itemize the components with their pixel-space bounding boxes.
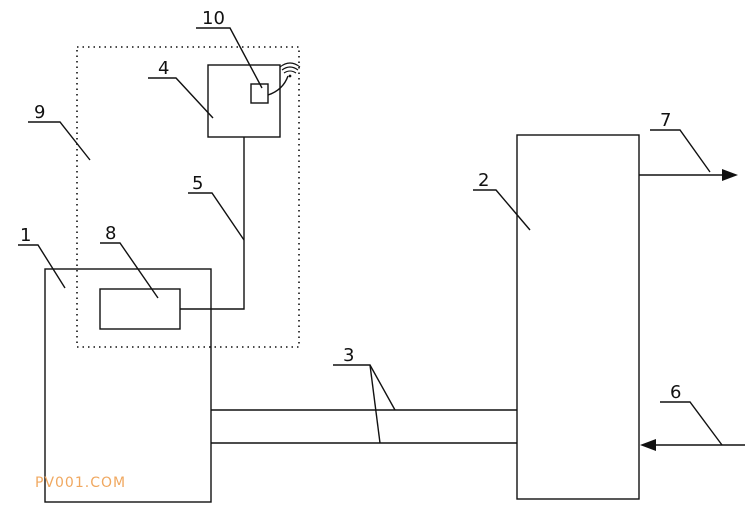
component-4-box (207, 64, 281, 138)
antenna-wire (267, 75, 289, 96)
leader-8 (100, 242, 159, 299)
wifi-signal-icon (279, 62, 301, 78)
label-8: 8 (105, 223, 116, 244)
inlet-arrow-6 (640, 439, 656, 451)
component-1-box (44, 268, 212, 503)
leader-1 (18, 244, 66, 289)
dotted-region-9 (76, 46, 300, 348)
leader-6 (660, 401, 723, 446)
label-5: 5 (192, 173, 203, 194)
leader-10 (196, 27, 263, 89)
leader-4 (148, 77, 214, 119)
outlet-arrow-7 (722, 169, 738, 181)
component-10-box (250, 83, 269, 104)
label-4: 4 (158, 58, 169, 79)
leader-3 (333, 364, 396, 411)
watermark-text: PV001.COM (35, 475, 126, 491)
leader-5 (188, 192, 245, 241)
component-2-box (516, 134, 640, 500)
leader-7 (650, 129, 711, 173)
label-6: 6 (670, 382, 681, 403)
label-1: 1 (20, 225, 31, 246)
leader-3b (369, 364, 381, 444)
leader-2 (473, 189, 531, 231)
label-2: 2 (478, 170, 489, 191)
label-9: 9 (34, 102, 45, 123)
cable-5 (180, 137, 245, 310)
label-10: 10 (202, 8, 225, 29)
label-3: 3 (343, 345, 354, 366)
label-7: 7 (660, 110, 671, 131)
component-8-box (99, 288, 181, 330)
leader-9 (28, 121, 91, 161)
